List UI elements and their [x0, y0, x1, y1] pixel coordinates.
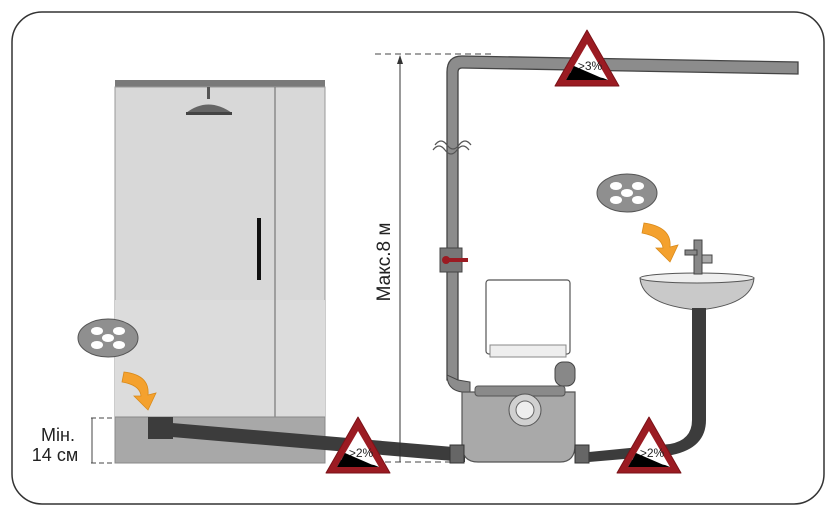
faucet-icon: [684, 239, 713, 275]
check-valve-icon: [439, 247, 468, 273]
slope-sign-text: >2%: [349, 446, 374, 460]
slope-sign-top: >3%: [554, 29, 620, 87]
slope-sign-text: >3%: [578, 59, 603, 73]
flow-arrow-icon: [121, 371, 157, 411]
shower-drain-pipe: [148, 417, 465, 462]
drain-grate-icon: [77, 318, 139, 358]
macerator-pump: [449, 279, 590, 464]
max-height-label: Макс.8 м: [374, 223, 395, 302]
min-label-line1: Мін.: [41, 425, 75, 445]
slope-sign-shower: >2%: [325, 416, 391, 474]
shower-cabinet: [114, 80, 326, 464]
slope-sign-text: >2%: [640, 446, 665, 460]
door-handle: [257, 218, 261, 280]
discharge-pipe: [432, 55, 799, 393]
drain-grate-icon: [596, 173, 658, 213]
sink: [589, 239, 755, 462]
flow-arrow-icon: [641, 222, 679, 263]
shower-head-icon: [186, 87, 232, 115]
min-height-dimension: Мін. 14 см: [32, 417, 115, 465]
slope-sign-sink: >2%: [616, 416, 682, 474]
min-label-line2: 14 см: [32, 445, 78, 465]
